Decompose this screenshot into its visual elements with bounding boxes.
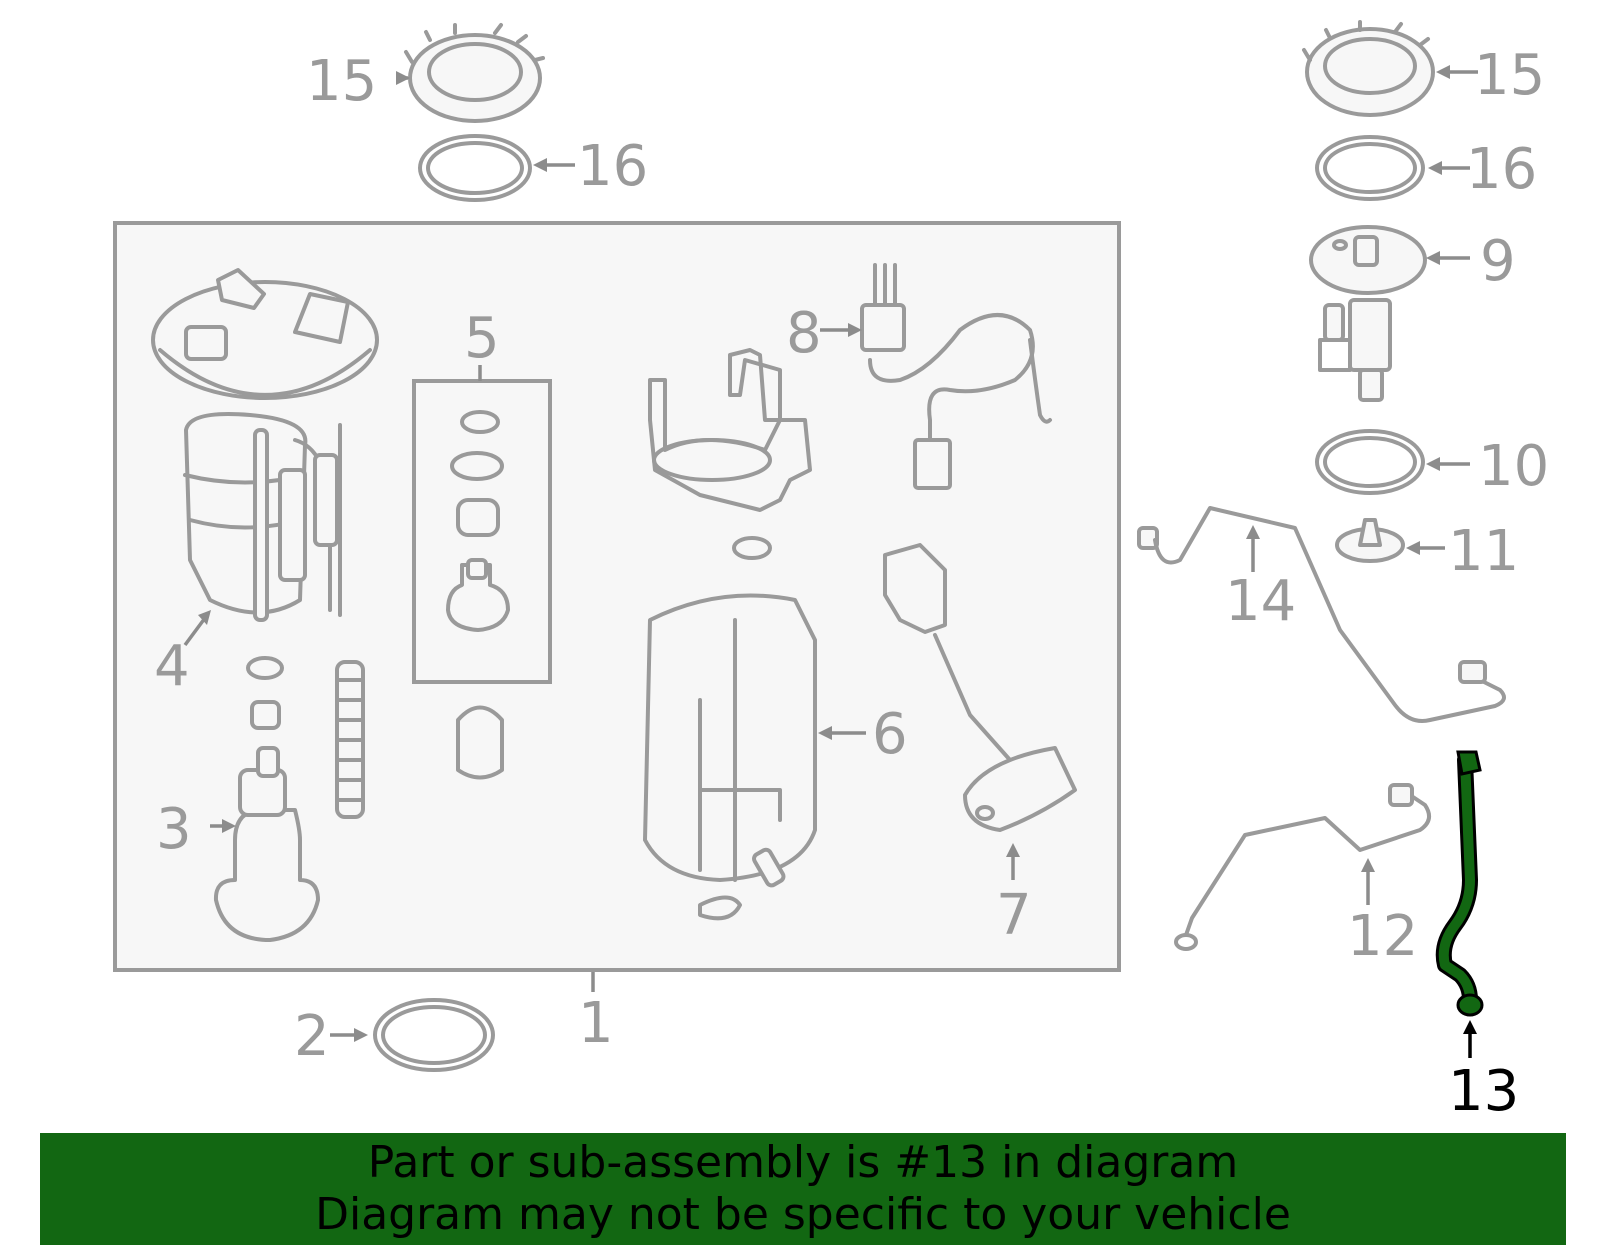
part-5-seal-kit[interactable] <box>412 379 552 684</box>
part-15-lock-ring-right[interactable] <box>1302 20 1435 117</box>
part-2-gasket[interactable] <box>373 998 495 1072</box>
callout-label-15-right: 15 <box>1474 43 1545 108</box>
callout-label-3: 3 <box>156 797 192 862</box>
part-4-pump-module[interactable] <box>151 268 379 622</box>
part-16-gasket-left[interactable] <box>418 134 532 202</box>
arrowhead-8 <box>848 323 862 337</box>
arrowhead-16-left <box>533 158 547 172</box>
part-15-lock-ring-left[interactable] <box>404 23 545 123</box>
callout-label-14: 14 <box>1225 569 1296 634</box>
callout-label-16-right: 16 <box>1466 137 1537 202</box>
arrowhead-15-left <box>396 71 410 85</box>
info-banner: Part or sub-assembly is #13 in diagram D… <box>40 1133 1566 1245</box>
callout-label-9: 9 <box>1480 229 1516 294</box>
callout-label-8: 8 <box>786 301 822 366</box>
part-14-tube[interactable] <box>1137 506 1506 723</box>
arrowhead-3 <box>222 819 236 833</box>
arrowhead-6 <box>818 726 832 740</box>
arrowhead-13 <box>1463 1020 1477 1034</box>
arrow-4 <box>183 616 207 647</box>
part-13-hose-highlighted[interactable] <box>1435 750 1484 1017</box>
arrowhead-15-right <box>1436 65 1450 79</box>
part-7-sender[interactable] <box>883 543 1077 832</box>
part-spring <box>335 660 365 819</box>
part-connector <box>456 705 504 780</box>
arrowhead-16-right <box>1428 161 1442 175</box>
callout-label-2: 2 <box>294 1004 330 1069</box>
part-11-valve[interactable] <box>1335 518 1405 563</box>
part-3-fuel-pump[interactable] <box>213 746 320 942</box>
arrowhead-9 <box>1426 251 1440 265</box>
part-8-harness[interactable] <box>860 263 1052 490</box>
arrowhead-2 <box>354 1028 368 1042</box>
callout-label-12: 12 <box>1347 904 1418 969</box>
callout-label-4: 4 <box>154 634 190 699</box>
banner-line-disclaimer: Diagram may not be specific to your vehi… <box>315 1189 1291 1240</box>
arrowhead-12 <box>1361 858 1375 872</box>
callout-label-11: 11 <box>1448 519 1519 584</box>
part-9-flange[interactable] <box>1309 225 1427 402</box>
part-bushing <box>250 700 281 730</box>
banner-line-part-number: Part or sub-assembly is #13 in diagram <box>367 1137 1239 1188</box>
callout-label-10: 10 <box>1478 434 1549 499</box>
callout-label-5: 5 <box>464 306 500 371</box>
part-oring-small <box>246 656 284 680</box>
arrowhead-14 <box>1246 525 1260 539</box>
callout-label-7: 7 <box>996 883 1032 948</box>
part-clip <box>698 895 742 921</box>
part-bracket <box>648 348 812 512</box>
part-12-tube[interactable] <box>1174 783 1431 951</box>
arrowhead-11 <box>1406 541 1420 555</box>
callout-label-15-left: 15 <box>306 49 377 114</box>
callout-label-13: 13 <box>1448 1059 1519 1124</box>
part-small-oring <box>732 536 772 560</box>
callout-label-1: 1 <box>578 991 614 1056</box>
arrowhead-7 <box>1006 843 1020 857</box>
part-6-reservoir[interactable] <box>643 593 817 888</box>
part-10-o-ring[interactable] <box>1315 429 1425 495</box>
arrowhead-4 <box>198 610 211 625</box>
part-16-gasket-right[interactable] <box>1315 135 1425 201</box>
callout-label-6: 6 <box>872 702 908 767</box>
callout-label-16-left: 16 <box>577 134 648 199</box>
arrowhead-10 <box>1426 457 1440 471</box>
